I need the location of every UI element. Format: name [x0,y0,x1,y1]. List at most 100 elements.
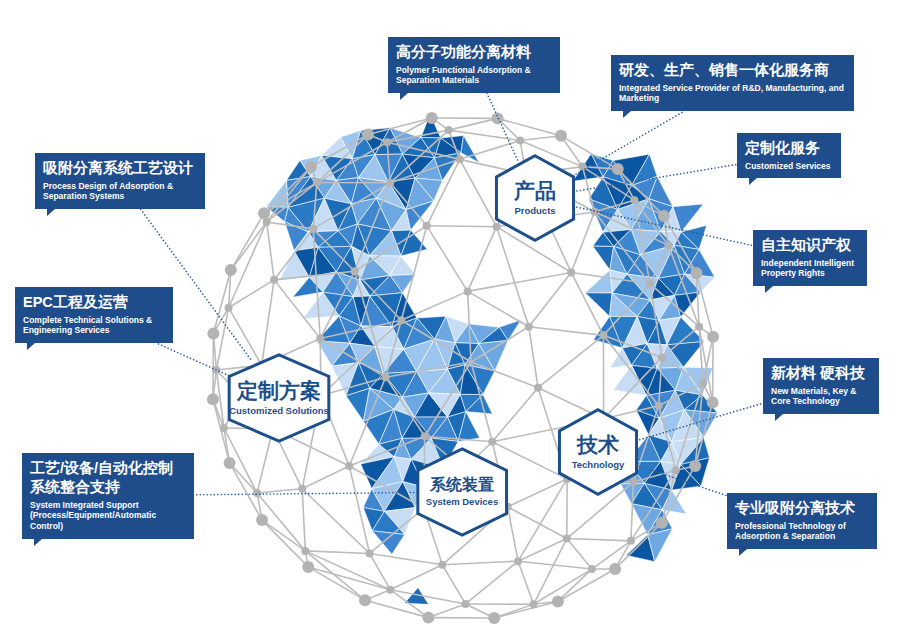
wire-line [390,183,427,226]
wire-line [696,273,699,327]
node-subtitle: Professional Technology of Adsorption & … [735,521,869,542]
wire-line [571,272,603,335]
hexagon-shape [559,410,636,494]
node-subtitle: System Integrated Support (Process/Equip… [30,500,186,532]
continent-facet [593,232,614,246]
wire-line [317,135,368,183]
wire-node-dot [555,130,567,142]
leader-line [570,164,737,192]
wire-line [603,284,650,336]
leader-line [157,343,232,377]
node-title: 系统装置 [430,476,494,494]
wire-line [518,561,533,604]
wire-line [466,561,519,604]
wire-line [494,604,533,618]
wire-line [231,222,267,270]
wire-node-dot [386,179,394,187]
continent-facet [429,369,461,394]
node-title: 高分子功能分离材料 [396,43,552,62]
wire-line [442,561,518,565]
node-subtitle: Polymer Functional Adsorption & Separati… [396,65,552,86]
wire-line [567,539,592,570]
wire-node-dot [707,397,719,409]
leader-line [633,403,763,441]
wire-line [317,182,390,184]
wire-node-dot [695,323,703,331]
hexagon-node: 系统装置System Devices [415,447,509,537]
wire-node-dot [530,600,538,608]
wire-line [520,136,561,141]
wire-line [662,357,703,383]
wire-line [508,507,567,539]
wire-line [538,335,603,387]
node-title: 研发、生产、销售一体化服务商 [619,61,846,80]
wire-line [427,225,497,227]
wire-line [650,284,699,327]
wire-line [320,320,401,338]
wire-node-dot [397,316,405,324]
wire-node-dot [646,280,654,288]
wire-line [213,270,230,333]
continent-facet [317,316,350,343]
wire-line [262,520,305,551]
dotted-leader [194,492,421,494]
wire-line [571,212,594,273]
callout-box: 自主知识产权 Independent Intelligent Property R… [753,230,867,286]
wire-line [313,229,354,271]
node-subtitle: Process Design of Adsorption & Separatio… [43,181,197,202]
wire-node-dot [462,600,470,608]
wire-line [230,463,263,520]
wire-line [229,280,275,308]
callout-box: 新材料 硬科技New Materials, Key & Core Technol… [763,358,879,414]
callout-box: 吸附分离系统工艺设计 Process Design of Adsorption &… [35,153,205,209]
wire-line [558,569,592,601]
wire-line [529,327,604,336]
wire-line [432,117,498,119]
wire-node-dot [464,287,472,295]
wire-line [529,272,571,326]
wire-node-dot [225,304,233,312]
wire-line [659,357,662,405]
wire-line [305,551,390,590]
wire-line [321,320,401,395]
wire-node-dot [612,163,624,175]
wire-node-dot [672,466,680,474]
continent-facet [390,256,416,275]
wire-line [349,466,424,508]
dotted-leader [487,93,518,160]
wire-line [595,200,635,212]
node-subtitle: Customized Solutions [229,406,329,417]
leader-line [487,93,518,160]
wire-node-dot [658,210,670,222]
wire-line [305,551,369,554]
wire-line [518,479,567,561]
node-subtitle: Independent Intelligent Property Rights [761,258,859,279]
node-title: 自主知识产权 [761,236,859,255]
wire-node-dot [345,462,353,470]
wire-line [386,377,425,436]
wire-node-dot [301,547,309,555]
wire-node-dot [630,196,638,204]
wire-node-dot [305,161,317,173]
continent-facet [435,316,455,343]
leader-line [570,206,753,246]
wire-node-dot [359,594,371,606]
wire-line [230,463,258,493]
wire-line [262,520,308,567]
dotted-leader [157,343,232,377]
wire-node-dot [445,126,453,134]
wire-line [631,482,633,541]
wire-line [471,362,538,388]
wire-line [231,213,264,270]
wire-line [442,565,465,604]
continent-facet [585,270,612,293]
wire-line [390,565,442,590]
wire-line [313,229,320,339]
node-subtitle: Customized Services [745,161,833,172]
wire-line [508,507,518,561]
wire-line [355,271,386,377]
wire-line [387,142,390,183]
node-title: 吸附分离系统工艺设计 [43,159,197,178]
leader-line [194,492,421,494]
node-subtitle: Products [514,206,555,217]
